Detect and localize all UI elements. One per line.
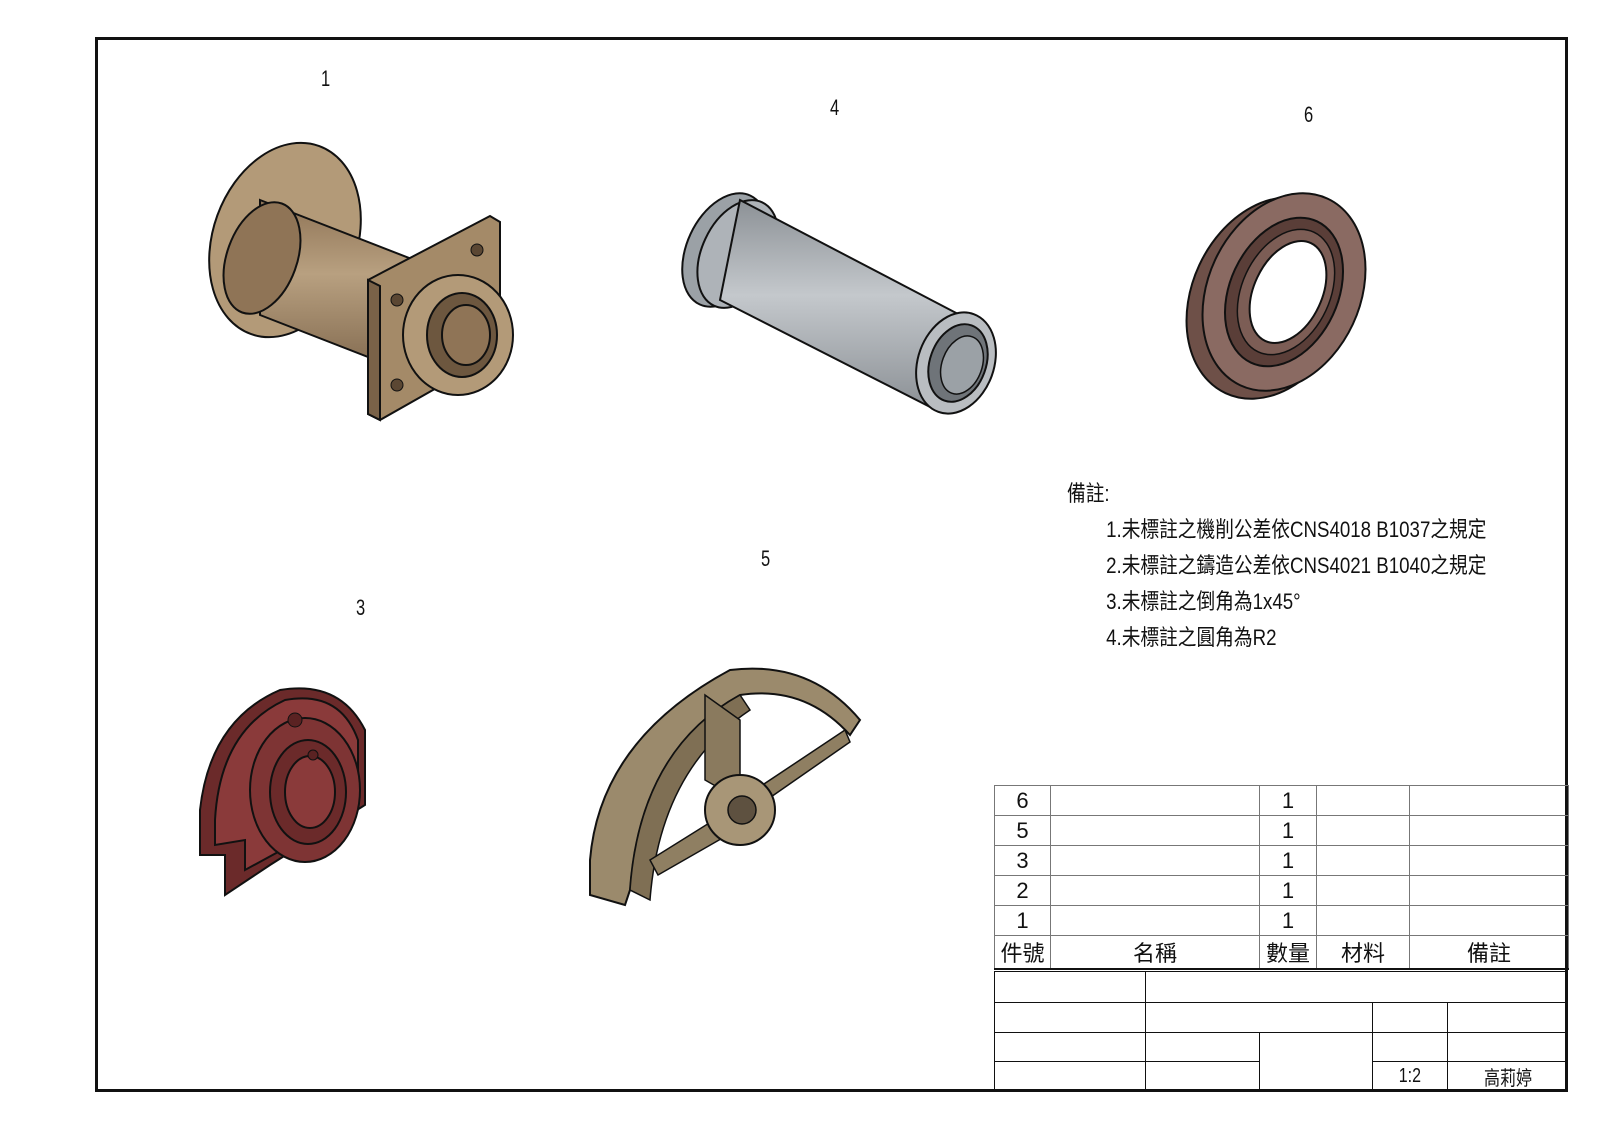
part-5-wheel-segment bbox=[589, 667, 862, 907]
bom-cell bbox=[1050, 815, 1260, 846]
part-6-ring bbox=[1185, 192, 1367, 400]
bom-cell: 5 bbox=[994, 815, 1051, 846]
part-3-bracket bbox=[199, 687, 366, 897]
bom-header-material: 材料 bbox=[1316, 935, 1410, 970]
note-3: 3.未標註之倒角為1x45° bbox=[1106, 589, 1301, 614]
tb-cell bbox=[1145, 1061, 1260, 1092]
bom-cell: 1 bbox=[1259, 845, 1317, 876]
bom-cell bbox=[1316, 875, 1410, 906]
bom-cell bbox=[1050, 875, 1260, 906]
part-label-5: 5 bbox=[761, 546, 771, 571]
bom-cell bbox=[1316, 845, 1410, 876]
bom-cell: 2 bbox=[994, 875, 1051, 906]
tb-cell bbox=[1145, 1032, 1260, 1062]
note-2: 2.未標註之鑄造公差依CNS4021 B1040之規定 bbox=[1106, 553, 1487, 578]
drawing-sheet bbox=[95, 37, 1568, 1092]
tb-cell bbox=[1145, 1002, 1373, 1033]
bom-cell: 1 bbox=[1259, 875, 1317, 906]
bom-header-remarks: 備註 bbox=[1409, 935, 1569, 970]
bom-cell bbox=[1409, 875, 1569, 906]
tb-cell bbox=[994, 1002, 1146, 1033]
bom-cell bbox=[1409, 785, 1569, 816]
bom-header-part-no: 件號 bbox=[994, 935, 1051, 970]
tb-cell bbox=[1372, 1032, 1448, 1062]
bom-cell bbox=[1050, 905, 1260, 936]
part-1-flanged-housing bbox=[208, 141, 514, 422]
bom-cell bbox=[1316, 815, 1410, 846]
bom-header-row: 件號 名稱 數量 材料 備註 bbox=[994, 935, 1569, 970]
bom-cell bbox=[1316, 905, 1410, 936]
bom-header-name: 名稱 bbox=[1050, 935, 1260, 970]
part-label-4: 4 bbox=[830, 95, 840, 120]
tb-cell bbox=[1447, 1032, 1568, 1062]
bom-cell: 6 bbox=[994, 785, 1051, 816]
tb-cell bbox=[994, 1061, 1146, 1092]
tb-cell bbox=[994, 971, 1146, 1003]
bom-cell bbox=[1409, 815, 1569, 846]
bom-cell bbox=[1409, 905, 1569, 936]
bom-cell bbox=[1409, 845, 1569, 876]
part-4-steel-sleeve bbox=[681, 192, 997, 415]
part-label-1: 1 bbox=[321, 66, 331, 91]
notes-heading: 備註: bbox=[1067, 481, 1110, 506]
bom-header-qty: 數量 bbox=[1259, 935, 1317, 970]
bom-cell: 1 bbox=[994, 905, 1051, 936]
bom-cell: 1 bbox=[1259, 785, 1317, 816]
tb-cell bbox=[1447, 1002, 1568, 1033]
bom-cell: 1 bbox=[1259, 905, 1317, 936]
bom-cell bbox=[1050, 785, 1260, 816]
tb-cell bbox=[1259, 1032, 1373, 1092]
part-label-6: 6 bbox=[1304, 102, 1314, 127]
bom-cell: 3 bbox=[994, 845, 1051, 876]
tb-cell bbox=[994, 1032, 1146, 1062]
note-4: 4.未標註之圓角為R2 bbox=[1106, 625, 1277, 650]
bom-cell bbox=[1050, 845, 1260, 876]
scale-value: 1:2 bbox=[1398, 1065, 1422, 1087]
bom-cell: 1 bbox=[1259, 815, 1317, 846]
title-block: 1:2 高莉婷 bbox=[994, 971, 1568, 1092]
tb-scale-cell: 1:2 bbox=[1372, 1061, 1448, 1092]
tb-cell bbox=[1372, 1002, 1448, 1033]
general-notes: 備註: 1.未標註之機削公差依CNS4018 B1037之規定 2.未標註之鑄造… bbox=[1067, 476, 1560, 656]
tb-author-cell: 高莉婷 bbox=[1447, 1061, 1568, 1092]
bom-cell bbox=[1316, 785, 1410, 816]
note-1: 1.未標註之機削公差依CNS4018 B1037之規定 bbox=[1106, 517, 1487, 542]
author-name: 高莉婷 bbox=[1483, 1068, 1532, 1090]
part-label-3: 3 bbox=[356, 595, 366, 620]
tb-cell bbox=[1145, 971, 1568, 1003]
